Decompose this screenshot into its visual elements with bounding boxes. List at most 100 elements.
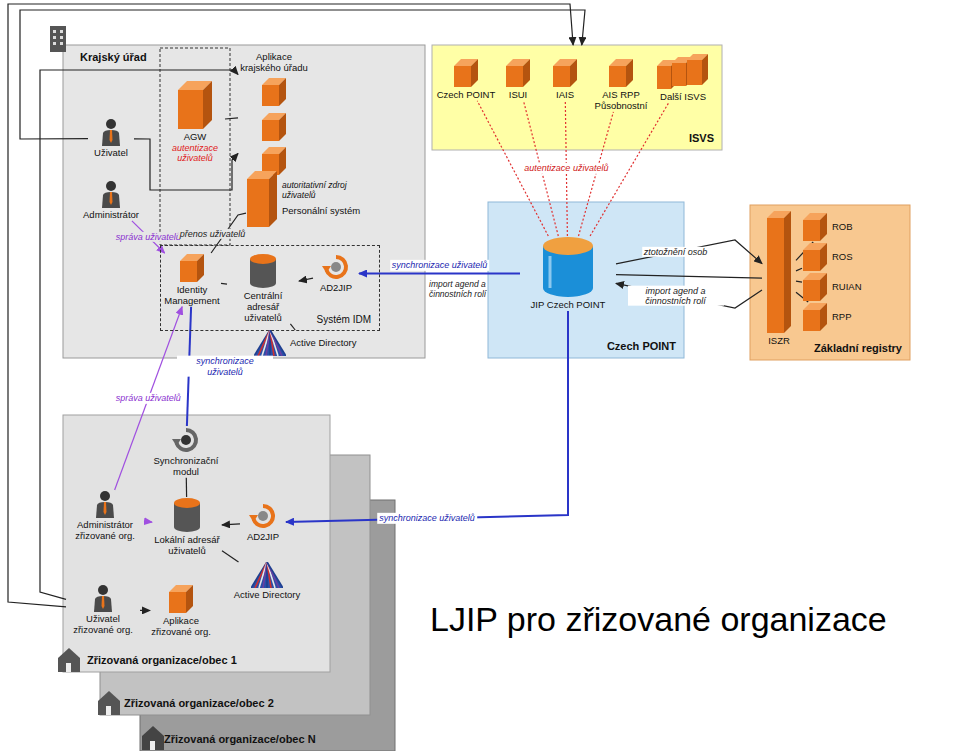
text-column: Active Directory bbox=[290, 338, 357, 349]
system-node: RPP bbox=[802, 302, 852, 332]
ad2-icon bbox=[249, 502, 277, 530]
node-label: AIS RPP Působnostní bbox=[590, 90, 652, 112]
agw-dashed-frame bbox=[160, 48, 230, 245]
text-column: autoritativní zdroj uživatelůPersonální … bbox=[282, 181, 366, 217]
bar-icon bbox=[246, 170, 278, 228]
region-ground bbox=[63, 45, 425, 358]
system-node: Uživatel bbox=[88, 118, 134, 159]
system-node: Active Directory bbox=[222, 562, 312, 601]
node-label: Administrátor bbox=[83, 210, 139, 221]
node-label: autoritativní zdroj uživatelů bbox=[282, 181, 366, 201]
system-node: Administrátor zřizované org. bbox=[66, 490, 144, 542]
system-node: autoritativní zdroj uživatelůPersonální … bbox=[246, 170, 366, 228]
cube-icon bbox=[608, 58, 634, 88]
node-label: Systém IDM bbox=[317, 314, 371, 326]
node-label: Zřizovaná organizace/obec 1 bbox=[87, 654, 237, 667]
node-label: Centrální adresář uživatelů bbox=[227, 291, 299, 324]
cubecol-icon bbox=[261, 77, 287, 177]
node-label: Active Directory bbox=[234, 590, 301, 601]
connector bbox=[8, 4, 573, 607]
cube-icon bbox=[802, 302, 828, 332]
region-ground bbox=[750, 205, 910, 360]
connector bbox=[221, 283, 227, 285]
connector bbox=[290, 324, 295, 330]
person-icon bbox=[100, 118, 122, 146]
system-node: ROS bbox=[802, 242, 853, 272]
system-node: Aplikace krajského úřadu bbox=[238, 52, 310, 177]
node-label: Czech POINT bbox=[437, 90, 496, 101]
person-icon bbox=[92, 584, 114, 612]
node-label: RPP bbox=[832, 312, 852, 323]
edge-label: synchronizace uživatelů bbox=[377, 513, 477, 523]
system-node: Identity Management bbox=[163, 253, 221, 307]
node-label: Zřizovaná organizace/obec N bbox=[164, 733, 316, 746]
edge-label: ztotožnění osob bbox=[642, 247, 710, 257]
system-node: RUIAN bbox=[802, 272, 862, 302]
cylg-icon bbox=[173, 497, 201, 533]
node-label: ROS bbox=[832, 252, 853, 263]
connector bbox=[286, 311, 568, 522]
edge-label: synchronizace uživatelů bbox=[177, 356, 273, 377]
connector bbox=[299, 278, 313, 281]
node-label: AD2JIP bbox=[320, 283, 352, 294]
system-node: Aplikace zřizované org. bbox=[150, 584, 212, 638]
note-label: import agend a činnostních rolí bbox=[429, 280, 487, 300]
text-column: ROS bbox=[832, 252, 853, 263]
node-label: Zřizovaná organizace/obec 2 bbox=[124, 697, 274, 710]
cube-icon bbox=[802, 242, 828, 272]
cube-icon bbox=[802, 272, 828, 302]
system-node: AD2JIP bbox=[313, 253, 359, 294]
region-ground bbox=[63, 415, 330, 672]
caption: LJIP pro zřizované organizace bbox=[430, 600, 887, 639]
house-icon bbox=[58, 648, 80, 672]
connector bbox=[222, 524, 240, 525]
node-label: Aplikace zřizované org. bbox=[150, 616, 212, 638]
connector bbox=[616, 240, 762, 264]
node-label: Lokální adresář uživatelů bbox=[152, 535, 222, 557]
system-node: ISUI bbox=[500, 58, 536, 101]
edge-label: autentizace uživatelů bbox=[522, 163, 610, 173]
connector bbox=[134, 139, 238, 190]
cube-icon bbox=[505, 58, 531, 88]
connector bbox=[796, 268, 802, 271]
system-node: Centrální adresář uživatelů bbox=[227, 253, 299, 324]
pyr-icon bbox=[251, 562, 283, 588]
connector bbox=[40, 70, 238, 599]
ad2-icon bbox=[322, 253, 350, 281]
connector bbox=[222, 551, 239, 562]
edge-label: přenos uživatelů bbox=[178, 229, 248, 239]
system-node: Czech POINT bbox=[436, 58, 496, 101]
node-label: Identity Management bbox=[163, 285, 221, 307]
node-label: autentizace uživatelů bbox=[165, 143, 225, 164]
node-label: Krajský úřad bbox=[80, 51, 147, 64]
node-label: ISUI bbox=[509, 90, 527, 101]
edge-label: správa uživatelů bbox=[114, 393, 183, 403]
system-node: Další ISVS bbox=[654, 54, 712, 103]
node-label: Aplikace krajského úřadu bbox=[238, 52, 310, 74]
system-node: AD2JIP bbox=[240, 502, 286, 543]
region: Zřizovaná organizace/obec 1Synchronizačn… bbox=[63, 415, 330, 672]
node-label: IAIS bbox=[556, 90, 574, 101]
node-label: ISZR bbox=[768, 336, 790, 347]
cube-icon bbox=[552, 58, 578, 88]
connector bbox=[186, 478, 188, 497]
system-node: Uživatel zřizované org. bbox=[66, 584, 140, 636]
cube-icon bbox=[453, 58, 479, 88]
text-column: RPP bbox=[832, 312, 852, 323]
region: Základní registryISZRROBROSRUIANRPP bbox=[750, 205, 910, 360]
person-icon bbox=[100, 180, 122, 208]
node-label: Administrátor zřizované org. bbox=[66, 520, 144, 542]
node-label: Uživatel zřizované org. bbox=[66, 614, 140, 636]
system-node: AGWautentizace uživatelů bbox=[165, 80, 225, 164]
node-label: Základní registry bbox=[814, 342, 902, 355]
cylb-icon bbox=[542, 236, 594, 298]
region-ground bbox=[488, 202, 684, 358]
group-frame: Systém IDM Identity Management Centrální a… bbox=[160, 245, 380, 331]
node-label: Czech POINT bbox=[607, 340, 676, 353]
pyr-icon bbox=[254, 330, 286, 356]
edge-label: import agend a činnostních rolí bbox=[628, 285, 724, 306]
house-icon bbox=[98, 691, 120, 715]
agw-icon bbox=[177, 80, 213, 130]
edge-label: správa uživatelů bbox=[114, 232, 183, 242]
